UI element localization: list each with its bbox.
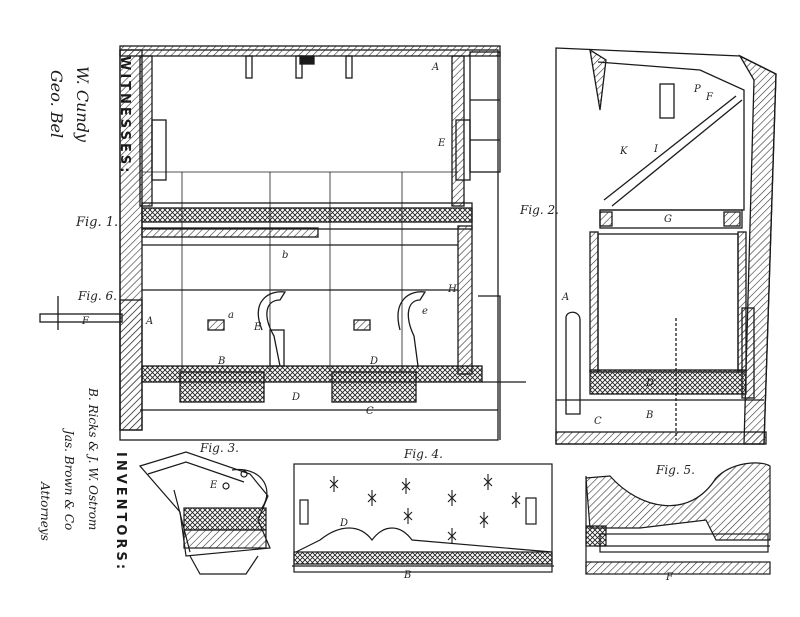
part-label-e-fig1: e xyxy=(422,306,428,317)
part-label-H-fig1: H xyxy=(447,284,457,295)
part-label-K-fig2: K xyxy=(619,146,628,157)
part-label-b-fig1: b xyxy=(282,250,288,261)
part-label-F-fig5: F xyxy=(665,572,674,583)
fig1-drawing xyxy=(40,46,526,440)
fig6-caption: Fig. 6. xyxy=(77,289,117,303)
fig1-caption: Fig. 1. xyxy=(75,215,118,230)
part-label-F-fig1: F xyxy=(81,316,90,327)
fig5-caption: Fig. 5. xyxy=(655,463,695,477)
inventor-signature-2: Jas. Brown & Co xyxy=(62,430,76,530)
part-label-B-fig1: B xyxy=(217,356,225,367)
part-label-a-fig1: a xyxy=(228,310,234,321)
part-label-C-fig2: C xyxy=(594,416,602,427)
witness-signature-2: Geo. Bel xyxy=(47,70,66,138)
inventors-heading: INVENTORS: xyxy=(113,452,128,572)
fig4-drawing xyxy=(292,464,554,572)
part-label-F-fig2: F xyxy=(705,92,714,103)
part-label-A-left: A xyxy=(145,316,153,327)
inventor-signature-3: Attorneys xyxy=(38,482,52,541)
part-label-B-fig4: B xyxy=(403,570,411,581)
fig3-caption: Fig. 3. xyxy=(199,441,239,455)
inventor-signature-1: B. Ricks & J. W. Ostrom xyxy=(86,388,100,530)
part-label-A-fig2: A xyxy=(561,292,569,303)
part-label-D-fig2: D xyxy=(645,378,654,389)
fig2-caption: Fig. 2. xyxy=(519,203,559,217)
part-label-I-fig2: I xyxy=(653,144,659,155)
part-label-D-fig1b: D xyxy=(369,356,378,367)
fig2-drawing xyxy=(556,48,776,444)
part-label-C-fig1: C xyxy=(366,406,374,417)
part-label-B-fig2: B xyxy=(645,410,653,421)
fig4-caption: Fig. 4. xyxy=(403,447,443,461)
part-label-D-fig4: D xyxy=(339,518,348,529)
part-label-P-fig2: P xyxy=(693,84,701,95)
part-label-A-top: A xyxy=(431,62,439,73)
part-label-E-fig1: E xyxy=(253,322,262,333)
part-label-E-fig1b: E xyxy=(437,138,446,149)
part-label-G-fig2: G xyxy=(664,214,672,225)
witness-signature-1: W. Cundy xyxy=(73,66,92,142)
witnesses-heading: WITNESSES: xyxy=(117,56,132,175)
fig3-drawing xyxy=(140,452,270,574)
part-label-E-fig3: E xyxy=(209,480,218,491)
part-label-D-fig1: D xyxy=(291,392,300,403)
fig5-drawing xyxy=(586,463,770,574)
